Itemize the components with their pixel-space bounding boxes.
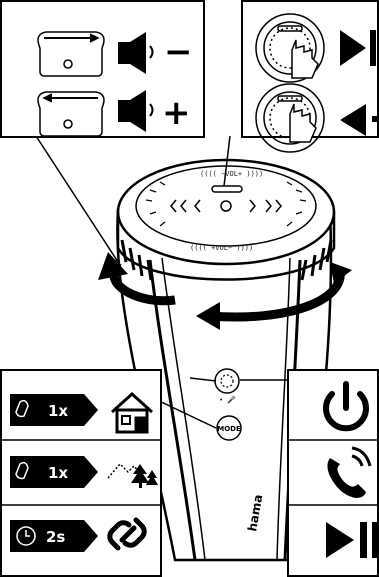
mode-button-label: MODE bbox=[217, 425, 241, 433]
mode-panel: 1x 1x bbox=[1, 370, 161, 576]
mic-indicator: • 🎤 bbox=[219, 395, 236, 404]
volume-up-symbol: + bbox=[162, 93, 191, 133]
press-count: 1x bbox=[48, 464, 68, 482]
volume-down-symbol: − bbox=[164, 32, 193, 72]
led-ring-button[interactable] bbox=[215, 369, 239, 393]
press-count: 1x bbox=[48, 402, 68, 420]
volume-panel: − + bbox=[1, 1, 204, 137]
press-duration: 2s bbox=[46, 528, 65, 546]
touch-panel bbox=[242, 1, 378, 152]
vol-bottom-label: (((( +VOL− )))) bbox=[190, 244, 253, 252]
press-arrow: 2s bbox=[10, 520, 98, 552]
press-arrow: 1x bbox=[10, 394, 98, 426]
vol-top-label: (((( −VOL+ )))) bbox=[200, 170, 263, 178]
mode-button[interactable]: MODE bbox=[217, 416, 241, 440]
top-led-strip bbox=[212, 186, 242, 192]
power-panel bbox=[288, 370, 378, 576]
press-arrow: 1x bbox=[10, 456, 98, 488]
